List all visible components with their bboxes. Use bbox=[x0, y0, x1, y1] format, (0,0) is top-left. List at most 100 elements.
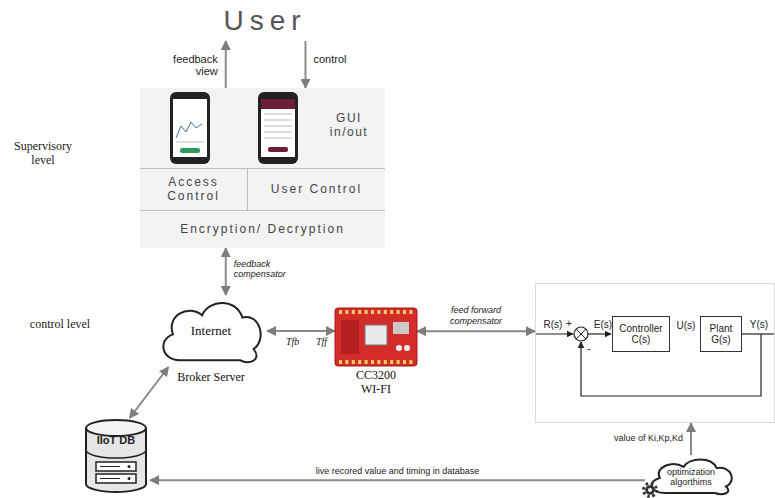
server-slot bbox=[100, 478, 120, 479]
edge-label: value of Ki,Kp,Kd bbox=[591, 433, 683, 443]
node-text: Access Control bbox=[144, 176, 244, 204]
phone bbox=[170, 92, 210, 164]
user-control-box: User Control bbox=[248, 168, 385, 210]
pin bbox=[390, 360, 393, 364]
pin bbox=[339, 360, 342, 364]
node-text: IIoT DB bbox=[82, 434, 150, 447]
control-loop-box: ControllerC(s)PlantG(s)R(s)E(s)Y(s) bbox=[535, 283, 775, 423]
node-text: GUI in/out bbox=[318, 112, 380, 140]
gear-icon bbox=[641, 481, 659, 498]
node-text: optimization algorthims bbox=[660, 464, 722, 488]
connector-arrow bbox=[150, 479, 645, 481]
node-text: Broker Server bbox=[135, 371, 287, 385]
phone-screen bbox=[173, 99, 207, 157]
server-slot bbox=[100, 466, 120, 467]
pin bbox=[377, 310, 380, 314]
connector-arrow bbox=[267, 330, 335, 332]
board-illustration bbox=[335, 308, 417, 366]
pin bbox=[409, 310, 412, 314]
pcb bbox=[335, 308, 417, 366]
chart-line bbox=[176, 122, 202, 138]
timing-label: Tfb bbox=[286, 336, 308, 348]
edge-label: live recored value and timing in databas… bbox=[298, 466, 498, 476]
optimization-cloud: optimization algorthims bbox=[645, 455, 737, 497]
controller-block: ControllerC(s) bbox=[612, 316, 670, 352]
cylinder-band bbox=[86, 450, 146, 458]
pin bbox=[384, 360, 387, 364]
node-text: R(s) bbox=[542, 319, 564, 331]
node-text: CC3200 WI-FI bbox=[346, 369, 406, 397]
node-text: Encryption/ Decryption bbox=[180, 223, 345, 237]
heading-node: User bbox=[190, 2, 340, 41]
form-field bbox=[264, 138, 292, 139]
pin bbox=[345, 360, 348, 364]
timing-label: Tff bbox=[316, 336, 338, 348]
sign-label: - bbox=[587, 342, 597, 355]
phone-screen bbox=[261, 99, 295, 157]
connector-arrow bbox=[305, 41, 307, 88]
server-unit bbox=[96, 474, 136, 483]
supervisory-panel: Access Control User ControlEncryption/ De… bbox=[140, 88, 385, 248]
access-control-box: Access Control bbox=[140, 168, 248, 210]
gear-hole bbox=[648, 488, 652, 492]
encryption-box: Encryption/ Decryption bbox=[140, 210, 385, 248]
button bbox=[404, 345, 410, 351]
node-text: User Control bbox=[271, 183, 362, 197]
node-text: C(s) bbox=[632, 334, 651, 346]
cylinder-top bbox=[86, 420, 146, 436]
signal-wire bbox=[742, 333, 774, 334]
pin bbox=[397, 360, 400, 364]
sign-label: + bbox=[566, 318, 576, 330]
connector-arrow bbox=[225, 248, 227, 295]
pin bbox=[345, 310, 348, 314]
edge-label: feed forward compensator bbox=[436, 305, 516, 326]
pin bbox=[403, 310, 406, 314]
pin bbox=[377, 360, 380, 364]
form-field bbox=[264, 132, 292, 133]
cloud-path bbox=[652, 460, 732, 494]
gear-teeth bbox=[644, 484, 657, 497]
pin bbox=[358, 360, 361, 364]
form-field bbox=[264, 120, 292, 121]
level-label: control level bbox=[28, 318, 92, 332]
chip bbox=[365, 325, 387, 345]
server-led bbox=[128, 465, 131, 468]
pin bbox=[409, 360, 412, 364]
button bbox=[396, 345, 402, 351]
pin bbox=[390, 310, 393, 314]
loop-wiring bbox=[536, 284, 774, 422]
pin bbox=[352, 310, 355, 314]
server-unit bbox=[96, 462, 136, 471]
node-text: Y(s) bbox=[747, 319, 771, 331]
edge-label: U(s) bbox=[675, 320, 697, 332]
phone bbox=[258, 92, 298, 164]
summing-cross bbox=[576, 329, 586, 339]
plant-block: PlantG(s) bbox=[700, 316, 742, 352]
pin bbox=[352, 360, 355, 364]
pin bbox=[358, 310, 361, 314]
edge-label: control bbox=[314, 53, 374, 66]
connector-arrow bbox=[225, 41, 227, 88]
app-button bbox=[268, 147, 288, 152]
signal-wire bbox=[536, 333, 573, 334]
database-illustration bbox=[82, 418, 150, 494]
pin bbox=[371, 360, 374, 364]
node-text: G(s) bbox=[711, 334, 730, 346]
pin bbox=[365, 310, 368, 314]
level-label: Supervisory level bbox=[6, 140, 80, 168]
form-field bbox=[264, 114, 292, 115]
cc3200-board: CC3200 WI-FI bbox=[335, 308, 417, 366]
pin bbox=[365, 360, 368, 364]
node-text: Internet bbox=[191, 324, 231, 339]
pin bbox=[403, 360, 406, 364]
internet-cloud: InternetBroker Server bbox=[155, 295, 267, 367]
database-cylinder: IIoT DB bbox=[82, 418, 150, 494]
connector-arrow bbox=[690, 423, 692, 455]
cloud-path bbox=[163, 303, 260, 362]
signal-wire bbox=[588, 333, 611, 334]
gear-body bbox=[645, 485, 655, 495]
pin bbox=[339, 310, 342, 314]
pin bbox=[384, 310, 387, 314]
form-field bbox=[264, 126, 292, 127]
node-text: Plant bbox=[710, 323, 733, 335]
